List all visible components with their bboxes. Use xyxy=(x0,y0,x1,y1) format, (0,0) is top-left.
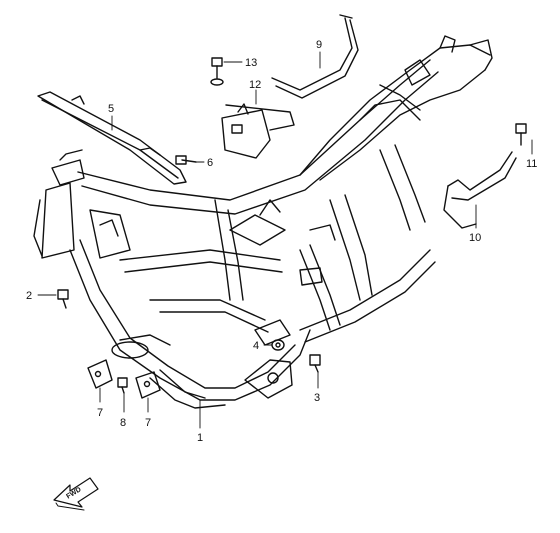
front-bracket-part-5 xyxy=(37,91,187,185)
bolt-part-2 xyxy=(57,289,69,309)
callout-9: 9 xyxy=(316,39,322,51)
bolt-part-11 xyxy=(515,123,527,146)
callout-10: 10 xyxy=(469,232,481,244)
rear-bracket-part-9 xyxy=(271,14,359,99)
callout-4: 4 xyxy=(253,340,259,352)
main-frame xyxy=(33,35,493,409)
screw-part-13 xyxy=(210,57,224,86)
callout-5: 5 xyxy=(108,103,114,115)
callout-7-right: 7 xyxy=(145,417,151,429)
callout-7-left: 7 xyxy=(97,407,103,419)
callout-6: 6 xyxy=(207,157,213,169)
callout-12: 12 xyxy=(249,79,261,91)
plate-part-7-left xyxy=(87,359,113,389)
forward-arrow-icon: FWD xyxy=(53,477,99,511)
nut-part-4 xyxy=(271,339,285,351)
bolt-part-8 xyxy=(117,377,128,394)
callout-11: 11 xyxy=(526,158,537,170)
callout-13: 13 xyxy=(245,57,257,69)
callout-3: 3 xyxy=(314,392,320,404)
callout-1: 1 xyxy=(197,432,203,444)
bolt-part-3 xyxy=(309,354,321,373)
bolt-part-6 xyxy=(175,155,197,165)
bracket-plate-part-12 xyxy=(221,103,295,159)
side-bracket-part-10 xyxy=(443,151,517,229)
callout-labels: 1 2 3 4 5 6 7 7 8 9 10 11 12 13 xyxy=(26,39,537,444)
plate-part-7-right xyxy=(135,371,161,399)
leader-lines xyxy=(37,51,533,429)
callout-8: 8 xyxy=(120,417,126,429)
callout-2: 2 xyxy=(26,290,32,302)
